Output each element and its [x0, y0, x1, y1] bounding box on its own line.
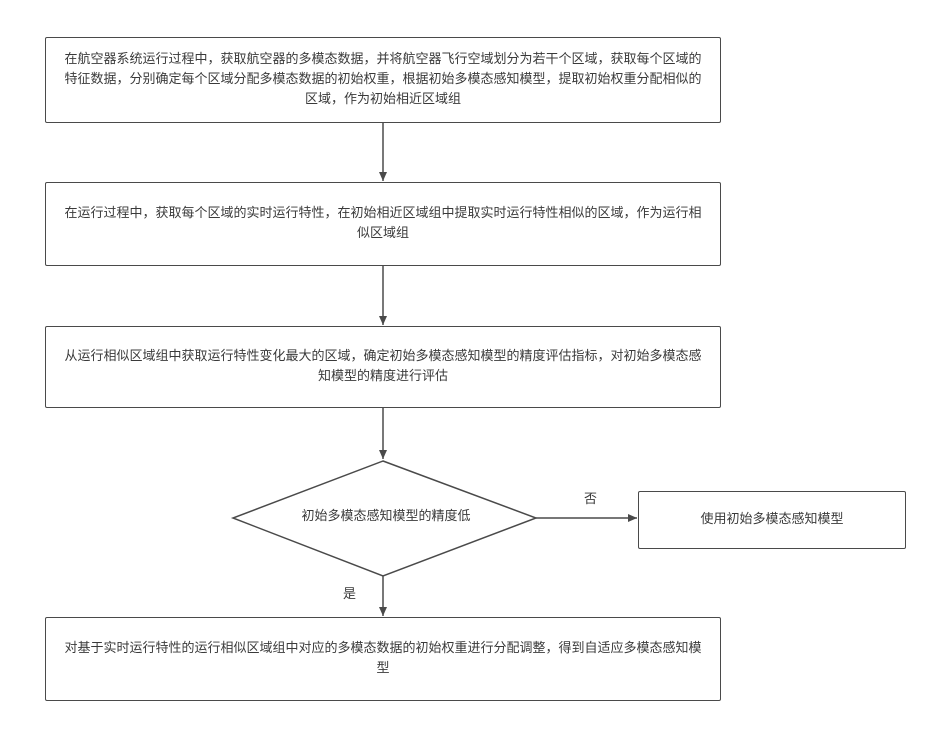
step-4-text: 对基于实时运行特性的运行相似区域组中对应的多模态数据的初始权重进行分配调整，得到…: [64, 639, 702, 679]
no-branch-label: 否: [584, 492, 597, 508]
step-4-box: 对基于实时运行特性的运行相似区域组中对应的多模态数据的初始权重进行分配调整，得到…: [45, 617, 721, 701]
step-3-box: 从运行相似区域组中获取运行特性变化最大的区域，确定初始多模态感知模型的精度评估指…: [45, 326, 721, 408]
decision-text: 初始多模态感知模型的精度低: [262, 508, 510, 526]
use-initial-model-text: 使用初始多模态感知模型: [700, 510, 843, 530]
step-3-text: 从运行相似区域组中获取运行特性变化最大的区域，确定初始多模态感知模型的精度评估指…: [64, 347, 702, 387]
step-1-box: 在航空器系统运行过程中，获取航空器的多模态数据，并将航空器飞行空域划分为若干个区…: [45, 37, 721, 123]
step-2-text: 在运行过程中，获取每个区域的实时运行特性，在初始相近区域组中提取实时运行特性相似…: [64, 204, 702, 244]
step-1-text: 在航空器系统运行过程中，获取航空器的多模态数据，并将航空器飞行空域划分为若干个区…: [64, 50, 702, 110]
yes-branch-label: 是: [343, 587, 356, 603]
use-initial-model-box: 使用初始多模态感知模型: [638, 491, 906, 549]
step-2-box: 在运行过程中，获取每个区域的实时运行特性，在初始相近区域组中提取实时运行特性相似…: [45, 182, 721, 266]
